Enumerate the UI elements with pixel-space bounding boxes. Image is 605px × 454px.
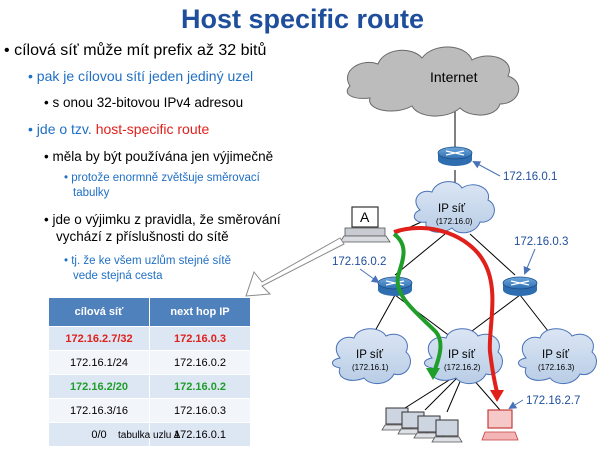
table-header-destination: cílová síť (48, 297, 150, 327)
bullet-l4-same-path: • tj. že ke všem uzlům stejné sítě vede … (64, 254, 231, 284)
bullet-text: protože enormně zvětšuje směrovací (71, 172, 260, 184)
left-network-cloud: IP síť (172.16.1) (332, 328, 411, 384)
bullet-l4-tables: • protože enormně zvětšuje směrovací tab… (64, 171, 260, 201)
bullet-l3-exceptional: • měla by být používána jen výjimečně (44, 148, 273, 165)
host-a-label: A (360, 209, 370, 225)
bullet-l3-ipv4: • s onou 32-bitovou IPv4 adresou (44, 94, 243, 111)
router-ip-label: 172.16.0.1 (503, 171, 557, 183)
bullet-dot-icon: • (44, 212, 49, 227)
red-route-path (393, 226, 499, 393)
right-network-cloud: IP síť (172.16.3) (518, 328, 597, 384)
core-network-label: IP síť (438, 203, 466, 215)
bullet-dot-icon: • (64, 172, 69, 184)
red-route-arrowhead (490, 390, 504, 402)
table-cell-destination: 172.16.3/16 (48, 398, 150, 423)
middle-network-label: IP síť (448, 349, 476, 361)
table-row: 172.16.2.7/32 172.16.0.3 (48, 326, 251, 351)
bullet-text: pak je cílovou sítí jeden jediný uzel (36, 68, 254, 84)
bullet-text: tabulky (73, 187, 110, 199)
table-row: 172.16.3/16 172.16.0.3 (48, 398, 251, 423)
bullet-text: s onou 32-bitovou IPv4 adresou (52, 95, 244, 110)
bullet-l2-single-node: • pak je cílovou sítí jeden jediný uzel (28, 68, 253, 85)
bullet-text: jde o tzv. (36, 121, 96, 137)
callout-arrow (245, 237, 345, 297)
host-a-computer-icon: A (339, 206, 391, 243)
table-header-next-hop: next hop IP (149, 297, 251, 327)
bullet-text: tj. že ke všem uzlům stejné sítě (71, 255, 232, 267)
table-cell-next-hop: 172.16.0.1 (149, 422, 251, 447)
core-network-subnet: (172.16.0) (436, 217, 473, 226)
router-ip-label: 172.16.0.3 (514, 236, 568, 248)
green-route-path (392, 232, 443, 373)
middle-network-subnet: (172.16.2) (444, 363, 481, 372)
table-caption: tabulka uzlu A (118, 430, 181, 441)
bullet-text: cílová síť může mít prefix až 32 bitů (14, 42, 267, 59)
right-network-subnet: (172.16.3) (538, 363, 575, 372)
table-row: 0/0 172.16.0.1 (48, 422, 251, 447)
internet-label: Internet (430, 69, 478, 85)
router-icon (502, 276, 538, 296)
router-ip-label: 172.16.0.2 (332, 256, 386, 268)
target-host-ip-label: 172.16.2.7 (526, 395, 580, 407)
table-cell-destination: 172.16.1/24 (48, 350, 150, 375)
bullet-dot-icon: • (4, 42, 10, 59)
left-network-label: IP síť (356, 349, 384, 361)
computer-group-icon (381, 407, 463, 443)
green-route-arrowhead (426, 368, 440, 380)
bullet-l1-prefix: • cílová síť může mít prefix až 32 bitů (4, 42, 266, 59)
bullet-text: vychází z příslušnosti do sítě (56, 229, 229, 244)
table-cell-next-hop: 172.16.0.3 (149, 326, 251, 351)
table-cell-next-hop: 172.16.0.2 (149, 374, 251, 399)
table-cell-next-hop: 172.16.0.3 (149, 398, 251, 423)
bullet-text: vede stejná cesta (73, 270, 163, 282)
bullet-dot-icon: • (44, 149, 49, 164)
bullet-dot-icon: • (64, 255, 69, 267)
bullet-l2-host-specific: • jde o tzv. host-specific route (28, 121, 209, 138)
right-network-label: IP síť (542, 349, 570, 361)
bullet-dot-icon: • (28, 68, 33, 84)
slide-title: Host specific route (180, 4, 425, 34)
router-icon (377, 276, 413, 296)
table-cell-destination: 172.16.2.7/32 (48, 326, 150, 351)
bullet-text: jde o výjimku z pravidla, že směrování (52, 212, 281, 227)
bullet-dot-icon: • (28, 121, 33, 137)
core-network-cloud: IP síť (172.16.0) (413, 181, 495, 234)
internet-cloud: Internet (346, 46, 520, 117)
bullet-text: měla by být používána jen výjimečně (52, 149, 274, 164)
bullet-l3-rule-exception: • jde o výjimku z pravidla, že směrování… (44, 211, 281, 245)
target-host-computer-icon (481, 409, 519, 441)
bullet-dot-icon: • (44, 95, 49, 110)
bullet-highlight: host-specific route (95, 121, 210, 137)
router-icon (437, 146, 473, 166)
routing-table: cílová síť next hop IP 172.16.2.7/32 172… (48, 297, 251, 447)
left-network-subnet: (172.16.1) (352, 363, 389, 372)
